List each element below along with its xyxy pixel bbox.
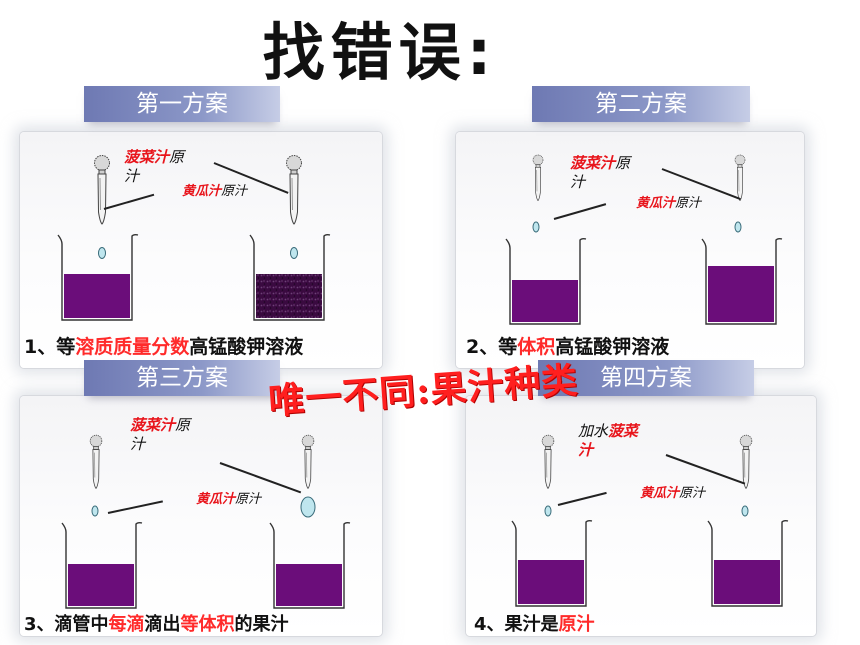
beaker-left [57,233,139,321]
label-spinach: 加水菠菜 汁 [578,422,639,459]
dropper-right [282,154,306,244]
dropper-left [526,154,550,214]
label-spinach: 菠菜汁原 汁 [130,416,191,453]
plan-3-caption: 3、滴管中每滴滴出等体积的果汁 [24,614,289,635]
plan-4-panel: 加水菠菜 汁 黄瓜汁原汁 4、果汁是原汁 [466,396,816,636]
beaker-left [505,237,587,325]
dropper-left [536,434,560,504]
drop-right [741,505,749,517]
label-cucumber: 黄瓜汁原汁 [640,486,706,501]
beaker-right [707,519,789,607]
dropper-right [734,434,758,504]
drop-left [544,505,552,517]
plan-2-caption: 2、等体积高锰酸钾溶液 [466,336,670,358]
label-cucumber: 黄瓜汁原汁 [182,184,248,199]
beaker-right [269,521,351,609]
dropper-left [84,434,108,504]
plan-2-panel: 菠菜汁原 汁 黄瓜汁原汁 2、等体积高锰酸钾溶液 [456,132,804,368]
label-spinach: 菠菜汁原 汁 [570,154,631,191]
drop-left [532,221,540,233]
plan-1-caption: 1、等溶质质量分数高锰酸钾溶液 [24,336,304,358]
plan-3-panel: 菠菜汁原 汁 黄瓜汁原汁 3、滴管中每滴滴出等体积的果汁 [20,396,382,636]
plan-1-panel: 菠菜汁原 汁 黄瓜汁原汁 1、等溶质质量分数高锰酸钾溶液 [20,132,382,368]
drop-right [290,247,298,259]
beaker-right [701,237,783,325]
beaker-right [249,233,331,321]
label-cucumber: 黄瓜汁原汁 [636,196,702,211]
label-cucumber: 黄瓜汁原汁 [196,492,262,507]
beaker-left [61,521,143,609]
dropper-left [90,154,114,244]
beaker-left [511,519,593,607]
drop-right [734,221,742,233]
plan-1-tab[interactable]: 第一方案 [84,86,280,122]
pointer-line-left [553,203,607,220]
pointer-line-left [557,491,607,506]
label-spinach: 菠菜汁原 汁 [124,148,185,185]
plan-2-tab[interactable]: 第二方案 [532,86,750,122]
plan-3-tab[interactable]: 第三方案 [84,360,280,396]
plan-4-caption: 4、果汁是原汁 [474,614,595,635]
page-title: 找错误: [262,16,498,89]
drop-left [98,247,106,259]
pointer-line-left [107,500,163,514]
drop-right [300,496,316,518]
dropper-right [728,154,752,214]
dropper-right [296,434,320,504]
drop-left [91,505,99,517]
plan-4-tab[interactable]: 第四方案 [538,360,754,396]
